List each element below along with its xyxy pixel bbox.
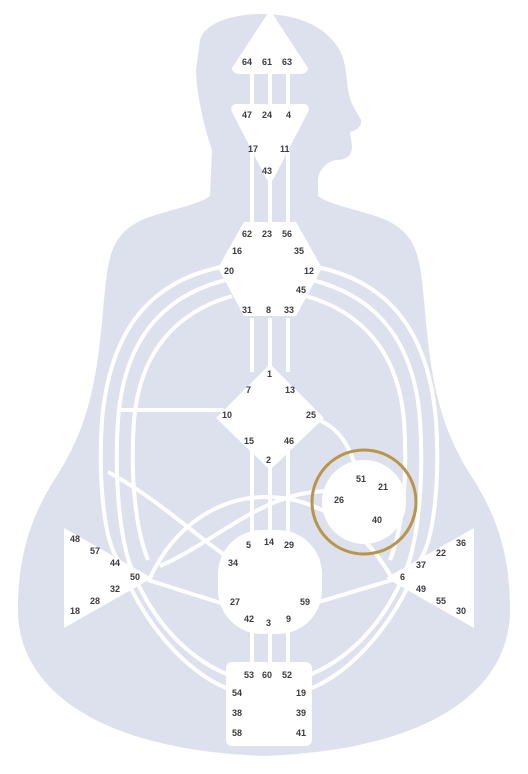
gate-35: 35 xyxy=(294,246,304,256)
gate-46: 46 xyxy=(284,436,294,446)
gate-7: 7 xyxy=(246,385,251,395)
gate-9: 9 xyxy=(286,614,291,624)
gate-25: 25 xyxy=(306,410,316,420)
gate-2: 2 xyxy=(266,455,271,465)
gate-21: 21 xyxy=(378,482,388,492)
gate-28: 28 xyxy=(90,596,100,606)
gate-43: 43 xyxy=(262,166,272,176)
gate-16: 16 xyxy=(232,246,242,256)
gate-19: 19 xyxy=(296,688,306,698)
gate-54: 54 xyxy=(232,688,242,698)
gate-31: 31 xyxy=(242,305,252,315)
gate-59: 59 xyxy=(300,597,310,607)
gate-42: 42 xyxy=(244,614,254,624)
gate-1: 1 xyxy=(267,369,272,379)
gate-40: 40 xyxy=(372,515,382,525)
gate-52: 52 xyxy=(282,670,292,680)
gate-45: 45 xyxy=(296,285,306,295)
gate-29: 29 xyxy=(284,540,294,550)
gate-5: 5 xyxy=(246,540,251,550)
gate-20: 20 xyxy=(224,266,234,276)
gate-27: 27 xyxy=(230,597,240,607)
gate-30: 30 xyxy=(456,606,466,616)
gate-11: 11 xyxy=(280,144,290,154)
gate-57: 57 xyxy=(90,546,100,556)
gate-24: 24 xyxy=(262,110,272,120)
gate-18: 18 xyxy=(70,606,80,616)
gate-26: 26 xyxy=(334,495,344,505)
gate-48: 48 xyxy=(70,534,80,544)
gate-12: 12 xyxy=(304,266,314,276)
gate-8: 8 xyxy=(266,305,271,315)
gate-32: 32 xyxy=(110,584,120,594)
gate-38: 38 xyxy=(232,708,242,718)
gate-60: 60 xyxy=(262,670,272,680)
gate-17: 17 xyxy=(248,144,258,154)
gate-64: 64 xyxy=(242,57,252,67)
gate-63: 63 xyxy=(282,57,292,67)
gate-56: 56 xyxy=(282,229,292,239)
gate-39: 39 xyxy=(296,708,306,718)
gate-6: 6 xyxy=(400,572,405,582)
gate-62: 62 xyxy=(242,229,252,239)
gate-13: 13 xyxy=(285,385,295,395)
gate-51: 51 xyxy=(356,474,366,484)
gate-14: 14 xyxy=(264,537,274,547)
gate-53: 53 xyxy=(244,670,254,680)
gate-50: 50 xyxy=(130,572,140,582)
gate-4: 4 xyxy=(286,110,291,120)
gate-3: 3 xyxy=(266,618,271,628)
gate-36: 36 xyxy=(456,538,466,548)
gate-61: 61 xyxy=(262,57,272,67)
gate-22: 22 xyxy=(436,548,446,558)
gate-49: 49 xyxy=(416,584,426,594)
gate-34: 34 xyxy=(228,558,238,568)
gate-47: 47 xyxy=(242,110,252,120)
gate-41: 41 xyxy=(296,728,306,738)
gate-15: 15 xyxy=(244,436,254,446)
gate-58: 58 xyxy=(232,728,242,738)
gate-55: 55 xyxy=(436,596,446,606)
gate-10: 10 xyxy=(222,410,232,420)
gate-33: 33 xyxy=(284,305,294,315)
gate-37: 37 xyxy=(416,560,426,570)
gate-44: 44 xyxy=(110,558,120,568)
gate-23: 23 xyxy=(262,229,272,239)
